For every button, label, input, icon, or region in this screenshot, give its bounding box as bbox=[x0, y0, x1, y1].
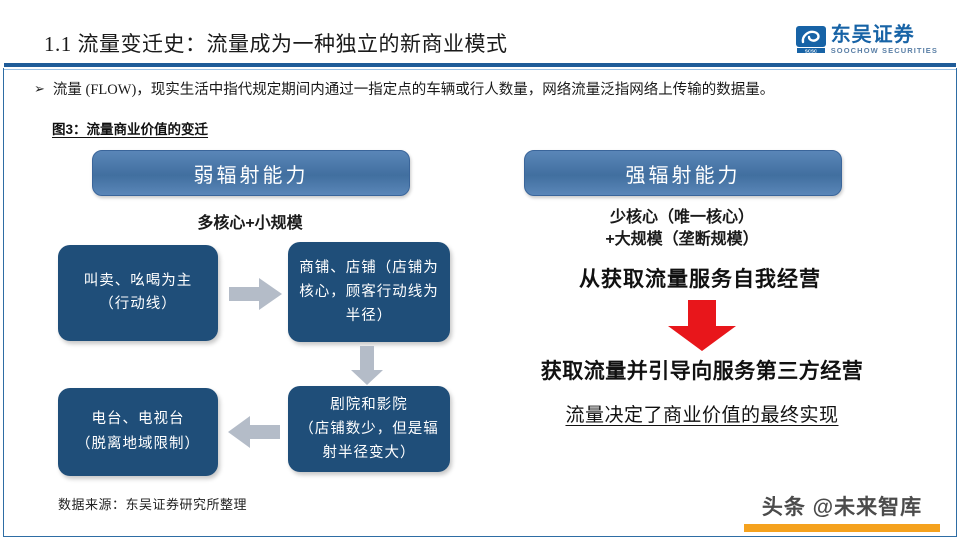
arrow-left-theaters-to-broadcast-icon bbox=[227, 415, 281, 449]
header-divider-thick bbox=[4, 63, 956, 67]
bullet-text: 流量 (FLOW)，现实生活中指代规定期间内通过一指定点的车辆或行人数量，网络流… bbox=[52, 82, 775, 98]
right-text-third-party-operation: 获取流量并引导向服务第三方经营 bbox=[540, 359, 864, 383]
svg-text:SCSC: SCSC bbox=[805, 48, 818, 53]
brand-name-cn: 东吴证券 bbox=[830, 24, 915, 47]
arrow-right-hawking-to-shops-icon bbox=[229, 277, 283, 311]
brand-name-en: SOOCHOW SECURITIES bbox=[830, 46, 938, 56]
pill-weak-radiation: 弱辐射能力 bbox=[92, 150, 410, 196]
figure-caption: 图3：流量商业价值的变迁 bbox=[52, 122, 209, 137]
arrow-down-shops-to-theaters-icon bbox=[350, 346, 384, 386]
soochow-swirl-logo-icon: SCSC bbox=[795, 26, 826, 54]
flow-box-broadcast: 电台、电视台（脱离地域限制） bbox=[58, 388, 218, 476]
source-note: 数据来源：东吴证券研究所整理 bbox=[58, 497, 248, 512]
red-down-arrow-icon bbox=[666, 300, 738, 357]
header-divider-thin bbox=[4, 69, 956, 70]
slide-header: 1.1 流量变迁史：流量成为一种独立的新商业模式 SCSC 东吴证券 SOOCH… bbox=[0, 0, 960, 70]
watermark-bar bbox=[744, 524, 940, 532]
bullet-paragraph: ➢ 流量 (FLOW)，现实生活中指代规定期间内通过一指定点的车辆或行人数量，网… bbox=[34, 80, 934, 100]
right-text-self-operation: 从获取流量服务自我经营 bbox=[579, 267, 821, 291]
brand-logo: SCSC 东吴证券 SOOCHOW SECURITIES bbox=[795, 22, 938, 58]
right-text-conclusion: 流量决定了商业价值的最终实现 bbox=[565, 405, 839, 426]
bullet-marker-icon: ➢ bbox=[34, 82, 45, 97]
flow-box-theaters: 剧院和影院（店铺数少，但是辐射半径变大） bbox=[288, 386, 450, 472]
page-title: 1.1 流量变迁史：流量成为一种独立的新商业模式 bbox=[44, 32, 508, 56]
subtitle-right: 少核心（唯一核心）+大规模（垄断规模） bbox=[605, 209, 759, 248]
watermark-text: 头条 @未来智库 bbox=[761, 496, 923, 519]
pill-strong-radiation: 强辐射能力 bbox=[524, 150, 842, 196]
flow-box-hawking: 叫卖、吆喝为主（行动线） bbox=[58, 245, 218, 341]
brand-logo-text: 东吴证券 SOOCHOW SECURITIES bbox=[831, 25, 938, 55]
flow-box-shops: 商铺、店铺（店铺为核心，顾客行动线为半径） bbox=[288, 242, 450, 342]
watermark: 头条 @未来智库 bbox=[744, 491, 940, 532]
subtitle-left: 多核心+小规模 bbox=[197, 215, 303, 232]
